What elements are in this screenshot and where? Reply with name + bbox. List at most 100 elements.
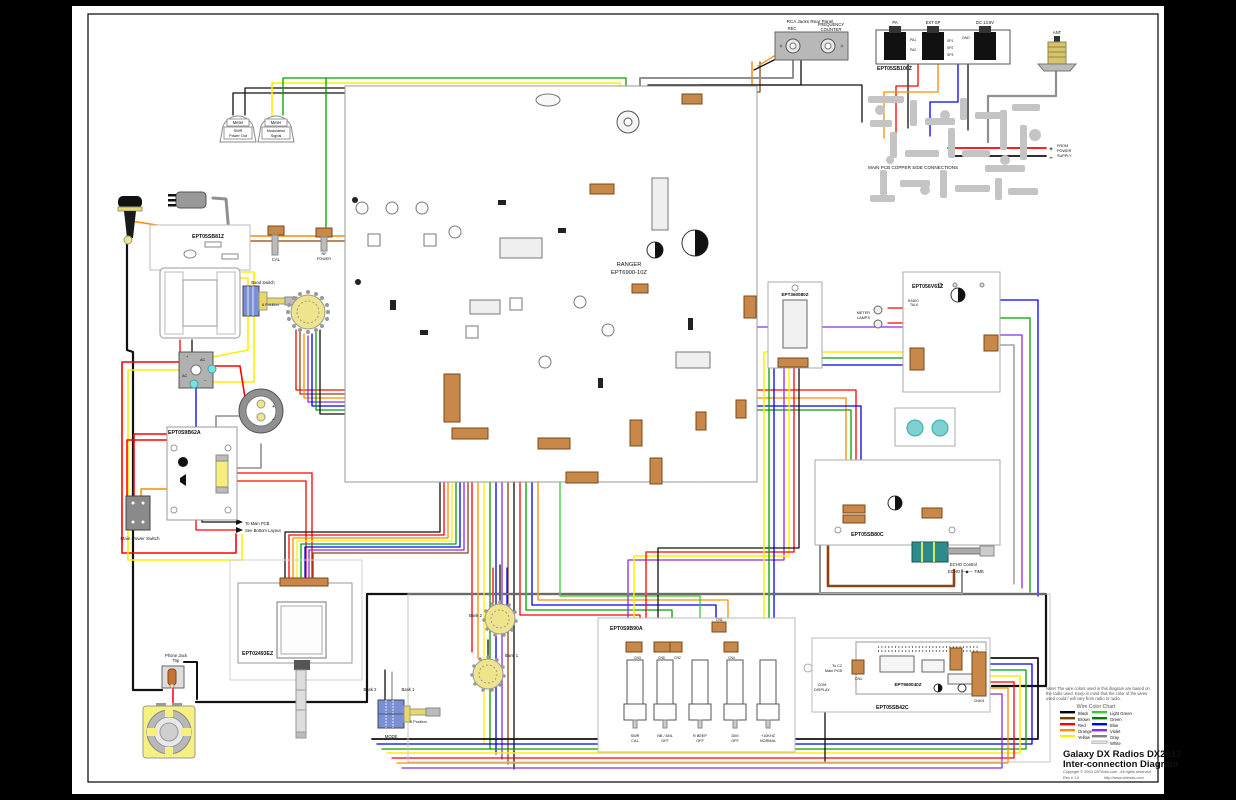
cal-pot: CAL — [267, 225, 285, 262]
ac-label-1: AC — [200, 358, 206, 362]
bank2-label: Bank 2 — [469, 613, 483, 618]
to-c2-label-2: Main PCB — [825, 669, 843, 673]
main-pcb-label-2: EPT6900-10Z — [611, 270, 648, 276]
rear-jack-panel: PA EXT SP DC 13.8V EPT05SB100Z PA1 PA2 S… — [875, 20, 1011, 72]
ps-minus-label: − — [1049, 155, 1053, 162]
bank1-label: Bank 1 — [505, 653, 519, 658]
to-main-pcb-label: To Main PCB — [245, 521, 270, 526]
legend-label: Orange — [1078, 729, 1093, 734]
rca-jacks-panel: RCA Jacks Rear Panel REC FREQUENCY COUNT… — [774, 19, 849, 61]
legend-label: White — [1110, 741, 1121, 746]
com-label-2: DISPLAY — [814, 688, 830, 692]
mode-switch: Bank 2 Bank 1 6 Position MODE — [363, 687, 441, 739]
bank2-label-b: Bank 2 — [363, 687, 377, 692]
legend-label: Light Green — [1110, 711, 1133, 716]
rec-label: REC — [788, 26, 797, 31]
legend-swatch — [1092, 711, 1107, 714]
sp3-label: SP3 — [947, 53, 954, 57]
sw2-line1: NB / ANL — [657, 734, 673, 738]
mode-label: MODE — [385, 734, 398, 739]
transformer — [159, 267, 241, 339]
switch-board-connectors — [625, 621, 739, 653]
legend-swatch — [1092, 735, 1107, 738]
legend-label: Green — [1110, 717, 1122, 722]
sw5-line2: NORMAL — [760, 739, 776, 743]
legend-swatch — [1060, 717, 1075, 720]
echo-time-label: ECHO —◆— TIME — [948, 569, 984, 574]
echo-board-label: EPT05SB80C — [851, 532, 884, 538]
meter1-label: Meter — [233, 120, 244, 125]
bank1-label-b: Bank 1 — [401, 687, 415, 692]
title-url: http://www.cbtricks.com — [1104, 776, 1144, 780]
cn3-label: CN3 — [634, 656, 641, 660]
conn-minus: − — [272, 417, 275, 423]
legend-swatch — [1060, 735, 1075, 738]
title-product: Galaxy DX Radios DX2517 — [1063, 749, 1181, 760]
band-switch-label: Band Switch — [251, 280, 275, 285]
switch-board-label: EPT0S9B90A — [610, 626, 643, 632]
note-line-1: Note! The wire colors used in this diagr… — [1046, 686, 1150, 691]
sw1-line1: SWR — [631, 734, 640, 738]
power-label: POWER — [317, 257, 332, 261]
ac-label-2: AC — [182, 374, 188, 378]
clarifier-board-label: EPT360080Z — [781, 292, 808, 297]
legend-swatch — [1092, 717, 1107, 720]
bridge-minus: − — [204, 379, 207, 383]
meter-board: EPT056V61Z METER LAMPS RADIO TALK — [857, 271, 1001, 393]
modulation-meter: Meter Modulation Signal — [257, 115, 295, 143]
title-block: Galaxy DX Radios DX2517 Inter-connection… — [1063, 749, 1181, 780]
title-copyright: Copyright © 2003 CBTricks.com - All righ… — [1063, 770, 1151, 774]
main-pcb: RANGER EPT6900-10Z — [344, 85, 758, 485]
legend-label: Blue — [1110, 723, 1119, 728]
from-power-3: SUPPLY — [1057, 154, 1072, 158]
sw5-line1: +10KHZ — [761, 734, 776, 738]
switch-board: CN3 CN5 CN2 CN1 CN4 EPT0S9B90A SWR CAL N… — [597, 617, 796, 753]
wire-color-chart-title: Wire Color Chart — [1077, 704, 1116, 710]
note-line-3: used could / will vary from radio to rad… — [1046, 696, 1121, 701]
rca-panel-label: RCA Jacks Rear Panel — [787, 19, 834, 24]
channel-selector — [286, 290, 330, 334]
jack-ext-sp-label: EXT SP — [926, 20, 941, 25]
meter1-sub2: Power Out — [229, 134, 248, 138]
meter-lamps-2: LAMPS — [857, 316, 870, 320]
echo-board: EPT05SB80C — [814, 459, 1001, 546]
gnd-label: GND — [962, 36, 970, 40]
legend-swatch — [1092, 729, 1107, 732]
bank2-switch: Bank 2 — [469, 600, 518, 637]
six-position-label: 6 Position — [262, 303, 279, 307]
pa1-label: PA1 — [910, 38, 916, 42]
six-position-label-2: 6 Position — [410, 720, 427, 724]
page-border — [87, 13, 1159, 783]
mic-board: EPT05SB81Z — [149, 224, 251, 271]
meter2-label: Meter — [271, 120, 282, 125]
sw4-line2: OFF — [731, 739, 739, 743]
cn2-label: CN2 — [674, 656, 681, 660]
main-pcb-label-1: RANGER — [617, 262, 642, 268]
cn1-label: CN1 — [716, 618, 723, 622]
sw1-line2: CAL — [631, 739, 638, 743]
to-c2-label-1: To C2 — [832, 664, 842, 668]
rear-board-label: EPT05SB100Z — [877, 66, 913, 72]
sw2-line2: OFF — [661, 739, 669, 743]
pcb-connectors — [443, 93, 757, 485]
ant-label: ANT — [1053, 30, 1062, 35]
legend-swatch — [1060, 729, 1075, 732]
legend-swatch — [1060, 711, 1075, 714]
com-label-1: COM — [818, 683, 827, 687]
rf-label: RF — [321, 252, 327, 256]
sw3-line1: R BEEP — [693, 734, 707, 738]
display-board: EPT02493EZ — [237, 577, 353, 739]
meter2-sub2: Signal — [271, 134, 282, 138]
legend-swatch — [1091, 740, 1108, 744]
meter-lamps-1: METER — [857, 311, 871, 315]
cn4-label-b: CN4 — [855, 677, 862, 681]
pcb-small-parts — [352, 197, 693, 388]
title-rev: Rev # 1.0 — [1063, 776, 1079, 780]
sw4-line1: DIM — [732, 734, 739, 738]
conn-plus: + — [272, 404, 275, 410]
note-line-2: the radio used. Keep in mind that the co… — [1046, 691, 1147, 696]
main-power-switch-label: Main Power Switch — [120, 536, 160, 541]
bottom-board: EPT960040Z EPT05SB42C CN4 CN403 To C2 Ma… — [811, 637, 991, 713]
slide-switches — [623, 659, 780, 729]
